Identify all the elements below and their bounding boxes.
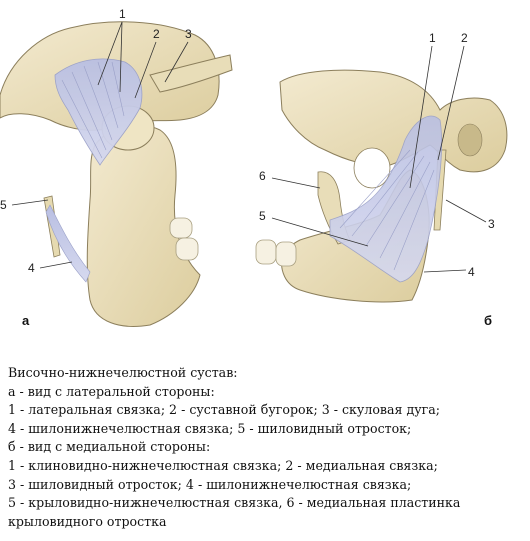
caption-line: 1 - клиновидно-нижнечелюстная связка; 2 … bbox=[8, 457, 438, 473]
stylomandibular-ligament-a bbox=[45, 204, 91, 283]
caption-line: 1 - латеральная связка; 2 - суставной бу… bbox=[8, 402, 440, 418]
caption-line: 4 - шилонижнечелюстная связка; 5 - шилов… bbox=[8, 420, 412, 436]
tmj-illustration: 1 2 3 5 4 а 1 2 6 bbox=[0, 7, 508, 328]
caption-title: Височно-нижнечелюстной сустав: bbox=[8, 365, 238, 380]
caption-line: а - вид с латеральной стороны: bbox=[8, 383, 215, 399]
mandible-ramus-a bbox=[86, 124, 201, 327]
label-a-4: 4 bbox=[28, 261, 35, 275]
teeth-b bbox=[255, 239, 297, 267]
caption-line: б - вид с медиальной стороны: bbox=[8, 439, 211, 455]
label-a-5: 5 bbox=[0, 198, 7, 212]
teeth-a bbox=[169, 217, 199, 261]
zygomatic-arch-a bbox=[149, 54, 233, 93]
label-a-1: 1 bbox=[119, 7, 126, 21]
label-b-2: 2 bbox=[461, 31, 468, 45]
caption-line: крыловидного отростка bbox=[8, 513, 167, 529]
skull-base-b bbox=[279, 69, 508, 173]
figure-caption: Височно-нижнечелюстной сустав: а - вид с… bbox=[8, 364, 526, 531]
panel-b-medial-view: 1 2 6 5 3 4 б bbox=[255, 31, 508, 328]
label-b-5: 5 bbox=[259, 209, 266, 223]
panel-letter-b: б bbox=[484, 313, 492, 328]
label-a-3: 3 bbox=[185, 27, 192, 41]
label-a-2: 2 bbox=[153, 27, 160, 41]
panel-letter-a: а bbox=[22, 313, 30, 328]
panel-a-lateral-view: 1 2 3 5 4 а bbox=[0, 7, 233, 328]
label-b-4: 4 bbox=[468, 265, 475, 279]
fossa-b bbox=[353, 147, 391, 189]
caption-line: 5 - крыловидно-нижнечелюстная связка, 6 … bbox=[8, 495, 461, 511]
label-b-6: 6 bbox=[259, 169, 266, 183]
caption-line: 3 - шиловидный отросток; 4 - шилонижнече… bbox=[8, 476, 412, 492]
label-b-1: 1 bbox=[429, 31, 436, 45]
label-b-3: 3 bbox=[488, 217, 495, 231]
